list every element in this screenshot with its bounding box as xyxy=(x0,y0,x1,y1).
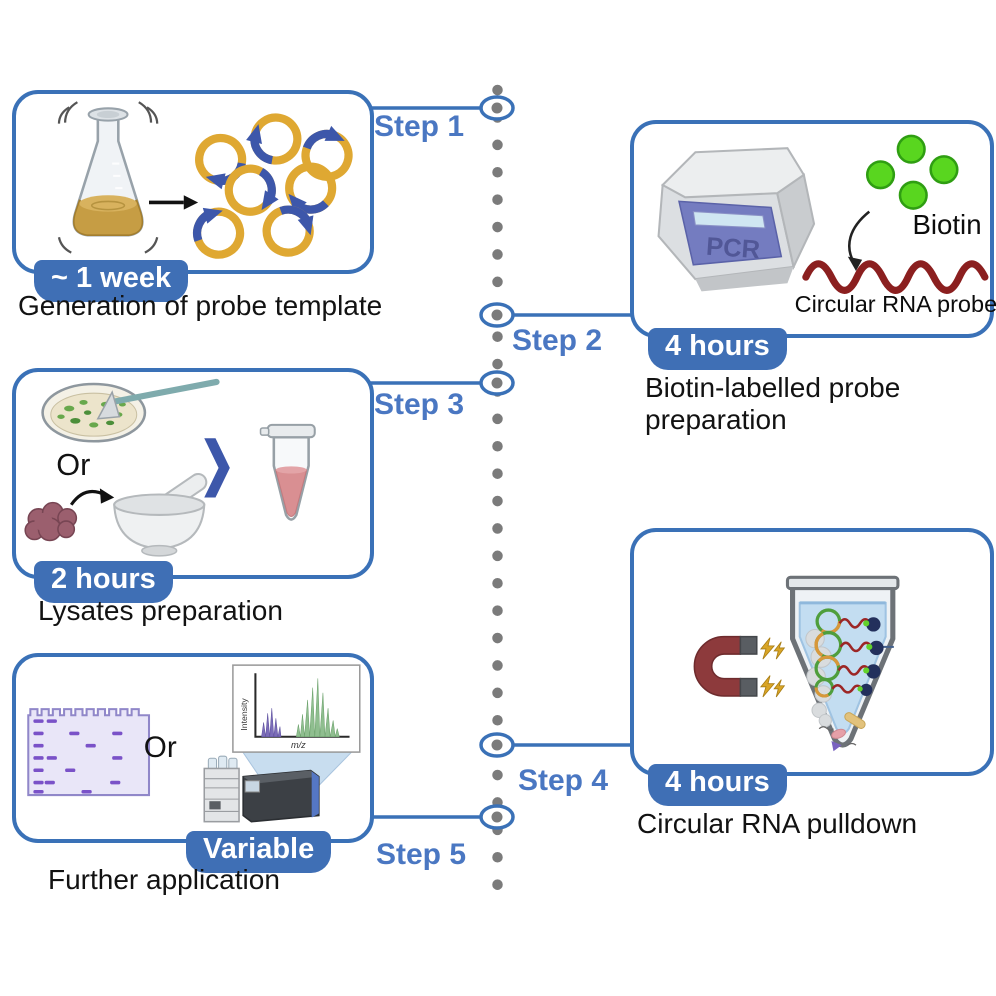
step-4-label: Step 4 xyxy=(518,764,609,797)
step-2-label: Step 2 xyxy=(512,324,603,357)
tissue-icon xyxy=(24,501,78,542)
step-4-illustration xyxy=(693,575,900,752)
cells-icon xyxy=(57,399,126,428)
step-2-duration-badge: 4 hours xyxy=(648,328,787,370)
pcr-machine-icon: PCR xyxy=(657,147,816,292)
circular-rna-probe-label: Circular RNA probe xyxy=(795,291,996,317)
step-1-label: Step 1 xyxy=(374,110,465,143)
labelling-arrow-icon xyxy=(847,210,871,271)
probe-strand-icon xyxy=(831,618,873,694)
step-5-caption: Further application xyxy=(48,864,280,895)
step-1-duration-badge: ~ 1 week xyxy=(34,260,189,302)
timeline-node-dots xyxy=(491,102,503,823)
lysate-debris-icon xyxy=(818,712,866,752)
spectrum-peaks-purple xyxy=(261,708,282,738)
spark-icon xyxy=(759,637,786,660)
spectrum-peaks-green xyxy=(296,678,340,738)
plasmid-circles-icon xyxy=(193,113,353,259)
step-3-duration-badge: 2 hours xyxy=(34,561,173,603)
or-label: Or xyxy=(144,731,177,764)
mortar-pestle-icon xyxy=(113,472,208,557)
pcr-machine-text: PCR xyxy=(705,233,761,265)
mass-spectrometer-icon xyxy=(203,755,320,823)
step-3-caption: Lysates preparation xyxy=(38,595,283,626)
chevron-icon xyxy=(204,438,230,498)
step-5-panel: Or Intensity m/z xyxy=(12,653,374,843)
step-1-caption: Generation of probe template xyxy=(18,290,383,321)
arrow-icon xyxy=(149,195,199,210)
magnet-icon xyxy=(693,635,786,698)
circular-rna-probe-icon xyxy=(802,260,989,294)
step-2-illustration: PCR Biotin Circular RNA probe xyxy=(657,134,996,317)
step-4-duration-badge: 4 hours xyxy=(648,764,787,806)
mass-spectrum-inset: Intensity m/z xyxy=(232,664,361,753)
timeline-connectors xyxy=(366,106,633,819)
spectrum-xlabel: m/z xyxy=(291,740,306,750)
shaking-flask-icon xyxy=(57,101,159,254)
step-3-label: Step 3 xyxy=(374,388,465,421)
step-5-illustration: Or Intensity m/z xyxy=(27,664,361,823)
petri-dish-icon xyxy=(41,378,220,443)
biotin-label: Biotin xyxy=(912,209,981,240)
gel-electrophoresis-icon xyxy=(27,708,151,797)
step-3-illustration: Or xyxy=(24,378,316,557)
pulldown-tube-icon xyxy=(785,575,900,752)
step-4-caption: Circular RNA pulldown xyxy=(637,808,918,839)
biotin-molecules-icon xyxy=(865,134,959,210)
microtube-icon xyxy=(259,423,316,521)
magnetic-bead-icon xyxy=(857,617,884,696)
step-5-label: Step 5 xyxy=(376,838,467,871)
step-2-caption: Biotin-labelled probe preparation xyxy=(645,372,901,436)
step-5-duration-badge: Variable xyxy=(186,831,332,873)
step-4-panel xyxy=(630,528,994,776)
step-1-illustration xyxy=(57,101,353,259)
or-label: Or xyxy=(56,447,90,482)
shake-marks-icon xyxy=(57,101,159,254)
gel-bands xyxy=(33,719,123,794)
grind-arrow-icon xyxy=(69,488,115,506)
spectrum-ylabel: Intensity xyxy=(239,698,249,731)
spark-icon xyxy=(759,675,786,698)
step-1-panel xyxy=(12,90,374,274)
step-3-panel: Or xyxy=(12,368,374,579)
step-2-panel: PCR Biotin Circular RNA probe xyxy=(630,120,996,338)
